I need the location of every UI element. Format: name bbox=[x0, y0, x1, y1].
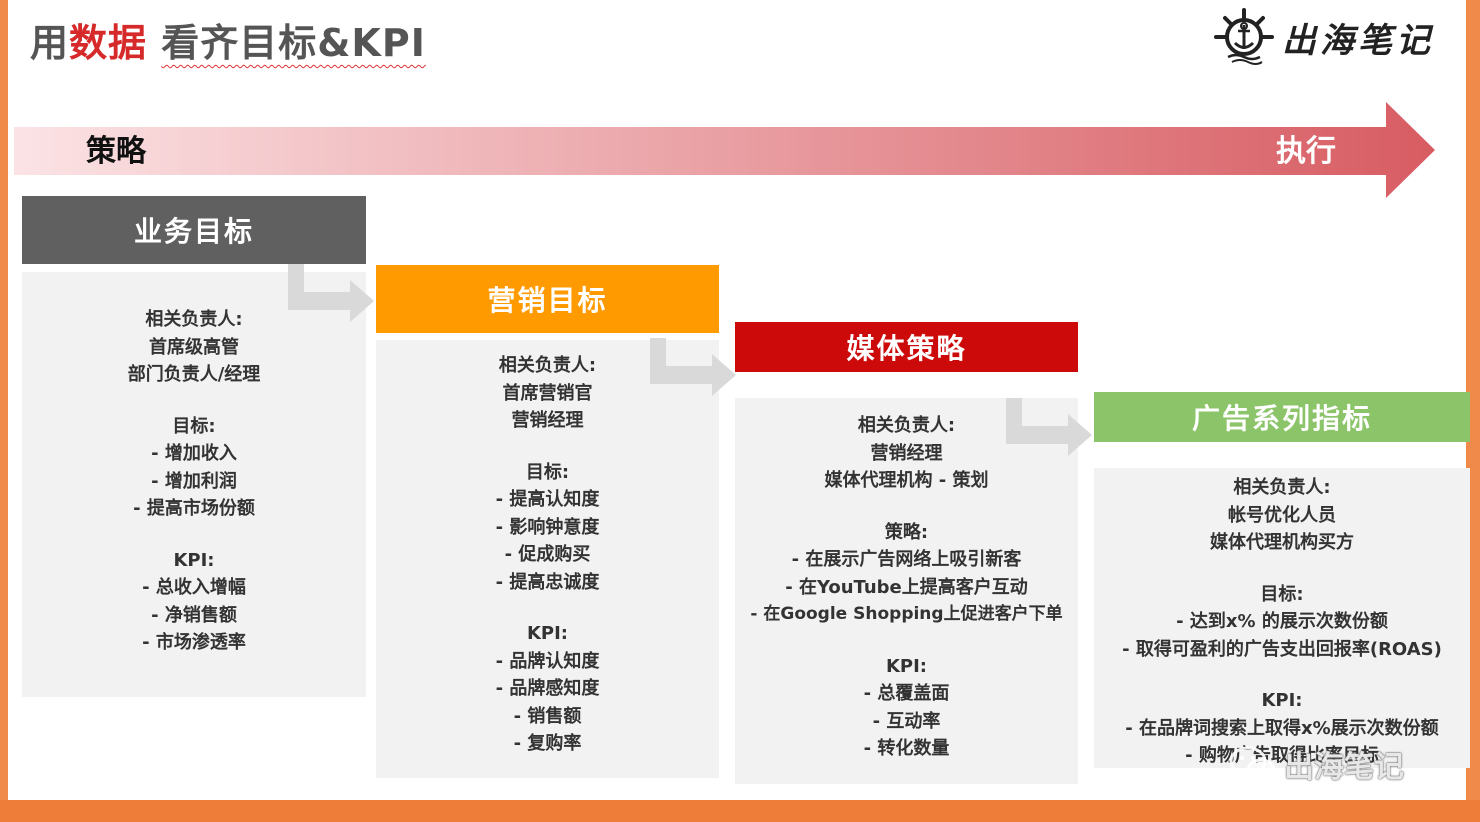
watermark-text: 出海笔记 bbox=[1284, 750, 1404, 785]
kpi-title: KPI: bbox=[526, 623, 569, 644]
strategy-execution-arrow: 策略 执行 bbox=[8, 100, 1438, 200]
owner-item: 首席级高管 bbox=[149, 336, 239, 358]
logo-text: 出海笔记 bbox=[1282, 20, 1434, 61]
wechat-icon bbox=[1229, 746, 1276, 782]
strategy-item: - 在展示广告网络上吸引新客 bbox=[791, 549, 1022, 570]
page-title: 用数据 看齐目标&KPI bbox=[30, 12, 426, 67]
owner-title: 相关负责人: bbox=[1233, 477, 1331, 498]
wechat-watermark: 出海笔记 bbox=[1228, 742, 1404, 786]
business-goals-header: 业务目标 bbox=[22, 196, 366, 264]
anchor-helm-icon bbox=[1214, 8, 1274, 65]
marketing-goals-panel: 相关负责人: 首席营销官 营销经理 目标: - 提高认知度 - 影响钟意度 - … bbox=[376, 340, 719, 778]
strategy-title: 策略: bbox=[884, 521, 929, 543]
owner-title: 相关负责人: bbox=[498, 355, 597, 376]
kpi-item: - 在品牌词搜索上取得x%展示次数份额 bbox=[1125, 717, 1439, 739]
kpi-title: KPI: bbox=[885, 655, 928, 677]
owner-title: 相关负责人: bbox=[857, 415, 956, 436]
owner-item: 媒体代理机构 - 策划 bbox=[824, 470, 989, 491]
goal-title: 目标: bbox=[525, 461, 570, 483]
kpi-item: - 市场渗透率 bbox=[142, 632, 246, 653]
bottom-band bbox=[0, 800, 1480, 822]
owner-item: 媒体代理机构买方 bbox=[1210, 532, 1354, 553]
goal-item: - 增加利润 bbox=[151, 470, 237, 492]
owner-item: 首席营销官 bbox=[502, 382, 593, 404]
owner-item: 部门负责人/经理 bbox=[127, 364, 261, 385]
marketing-goals-header: 营销目标 bbox=[376, 265, 719, 333]
goal-item: - 提高忠诚度 bbox=[495, 571, 600, 593]
goal-title: 目标: bbox=[172, 415, 216, 437]
goal-item: - 影响钟意度 bbox=[495, 516, 600, 538]
connector-arrow bbox=[650, 338, 736, 396]
kpi-item: - 复购率 bbox=[513, 733, 582, 754]
kpi-item: - 转化数量 bbox=[863, 738, 950, 759]
progress-arrow-shape bbox=[14, 102, 1435, 198]
kpi-item: - 品牌感知度 bbox=[495, 678, 600, 699]
title-rest: 看齐目标&KPI bbox=[161, 21, 426, 65]
goal-item: - 增加收入 bbox=[151, 443, 237, 464]
goal-item: - 取得可盈利的广告支出回报率(ROAS) bbox=[1122, 638, 1442, 660]
owner-item: 帐号优化人员 bbox=[1228, 504, 1336, 526]
kpi-item: - 总覆盖面 bbox=[863, 683, 950, 704]
goal-item: - 提高市场份额 bbox=[133, 498, 255, 519]
execution-label: 执行 bbox=[1276, 134, 1336, 169]
media-strategy-panel: 相关负责人: 营销经理 媒体代理机构 - 策划 策略: - 在展示广告网络上吸引… bbox=[735, 398, 1078, 784]
kpi-item: - 购物广告取得比率目标 bbox=[1185, 745, 1379, 766]
owner-title: 相关负责人: bbox=[145, 309, 243, 330]
kpi-item: - 品牌认知度 bbox=[495, 650, 600, 672]
goal-item: - 达到x% 的展示次数份额 bbox=[1176, 611, 1388, 632]
strategy-label: 策略 bbox=[86, 134, 146, 169]
kpi-title: KPI: bbox=[173, 549, 215, 571]
goal-item: - 提高认知度 bbox=[495, 489, 600, 510]
business-goals-panel: 相关负责人: 首席级高管 部门负责人/经理 目标: - 增加收入 - 增加利润 … bbox=[22, 272, 366, 697]
owner-item: 营销经理 bbox=[511, 410, 584, 431]
title-highlight: 数据 bbox=[69, 21, 148, 65]
kpi-item: - 总收入增幅 bbox=[142, 577, 246, 598]
strategy-item: - 在YouTube上提高客户互动 bbox=[785, 576, 1028, 598]
strategy-item: - 在Google Shopping上促进客户下单 bbox=[750, 604, 1063, 624]
kpi-item: - 销售额 bbox=[513, 705, 582, 727]
ad-campaign-metrics-panel: 相关负责人: 帐号优化人员 媒体代理机构买方 目标: - 达到x% 的展示次数份… bbox=[1094, 468, 1470, 768]
kpi-item: - 互动率 bbox=[872, 710, 941, 732]
brand-logo: 出海笔记 bbox=[1212, 6, 1434, 68]
connector-arrow bbox=[1006, 398, 1092, 456]
media-strategy-header: 媒体策略 bbox=[735, 322, 1078, 372]
ad-campaign-metrics-header: 广告系列指标 bbox=[1094, 392, 1470, 442]
title-prefix: 用 bbox=[30, 21, 70, 65]
goal-title: 目标: bbox=[1260, 583, 1304, 605]
kpi-item: - 净销售额 bbox=[151, 604, 237, 626]
goal-item: - 促成购买 bbox=[504, 544, 591, 565]
connector-arrow bbox=[288, 264, 374, 322]
owner-item: 营销经理 bbox=[870, 442, 943, 464]
kpi-title: KPI: bbox=[1261, 690, 1303, 711]
